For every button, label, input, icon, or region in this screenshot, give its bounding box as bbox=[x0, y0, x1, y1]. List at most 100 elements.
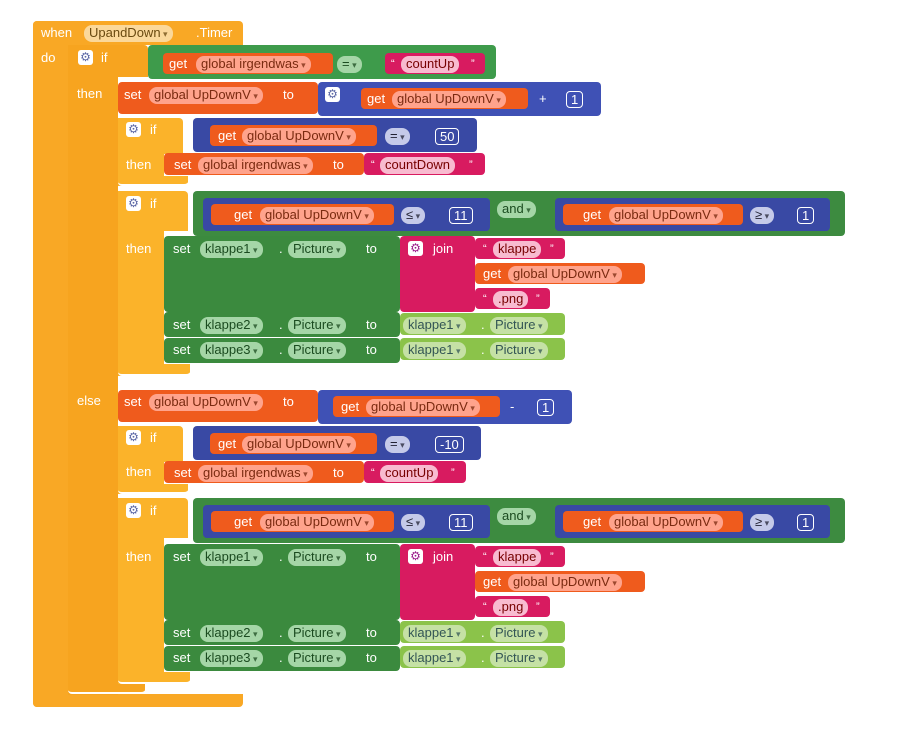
number-field[interactable]: 50 bbox=[435, 128, 460, 145]
plus-label: + bbox=[539, 91, 547, 106]
property-dropdown[interactable]: Picture bbox=[288, 549, 346, 566]
string-value[interactable]: klappe bbox=[493, 241, 542, 258]
property-dropdown[interactable]: Picture bbox=[490, 650, 548, 667]
variable-dropdown[interactable]: global UpDownV bbox=[508, 266, 622, 283]
get-label: get bbox=[483, 574, 502, 589]
do-label: do bbox=[41, 50, 56, 65]
property-dropdown[interactable]: Picture bbox=[288, 317, 346, 334]
gear-icon[interactable]: ⚙ bbox=[325, 87, 340, 102]
component-dropdown[interactable]: klappe1 bbox=[403, 317, 466, 334]
number-field[interactable]: 1 bbox=[537, 399, 555, 416]
variable-dropdown[interactable]: global UpDownV bbox=[609, 207, 723, 224]
number-field[interactable]: 1 bbox=[797, 514, 815, 531]
string-value[interactable]: countUp bbox=[380, 465, 439, 482]
to-label: to bbox=[283, 87, 294, 102]
property-dropdown[interactable]: Picture bbox=[288, 342, 346, 359]
compare-op-dropdown[interactable]: = bbox=[337, 56, 362, 73]
gear-icon[interactable]: ⚙ bbox=[408, 241, 423, 256]
string-value[interactable]: countUp bbox=[401, 56, 460, 73]
quote-close: ” bbox=[451, 467, 455, 479]
component-dropdown[interactable]: klappe3 bbox=[200, 650, 263, 667]
string-value[interactable]: klappe bbox=[493, 549, 542, 566]
property-dropdown[interactable]: Picture bbox=[490, 342, 548, 359]
variable-dropdown[interactable]: global UpDownV bbox=[242, 128, 356, 145]
compare-op-dropdown[interactable]: ≤ bbox=[401, 207, 426, 224]
to-label: to bbox=[283, 394, 294, 409]
compare-op-dropdown[interactable]: ≤ bbox=[401, 514, 426, 531]
number-field[interactable]: 1 bbox=[566, 91, 584, 108]
set-label: set bbox=[173, 650, 191, 665]
then-label: then bbox=[126, 241, 152, 256]
if-block-bottom bbox=[118, 672, 190, 684]
string-value[interactable]: .png bbox=[493, 599, 529, 616]
if-block-spine bbox=[118, 191, 164, 376]
get-label: get bbox=[234, 207, 253, 222]
property-dropdown[interactable]: Picture bbox=[288, 625, 346, 642]
logic-op-dropdown[interactable]: and bbox=[497, 508, 536, 525]
event-block-spine bbox=[33, 21, 68, 707]
dot-label: . bbox=[279, 549, 283, 564]
get-label: get bbox=[234, 514, 253, 529]
component-dropdown[interactable]: klappe1 bbox=[200, 241, 263, 258]
variable-dropdown[interactable]: global UpDownV bbox=[260, 514, 374, 531]
logic-op-dropdown[interactable]: and bbox=[497, 201, 536, 218]
property-dropdown[interactable]: Picture bbox=[288, 650, 346, 667]
number-field[interactable]: 11 bbox=[449, 207, 473, 224]
else-label: else bbox=[77, 393, 101, 408]
component-dropdown[interactable]: klappe1 bbox=[200, 549, 263, 566]
property-dropdown[interactable]: Picture bbox=[288, 241, 346, 258]
number-field[interactable]: 1 bbox=[797, 207, 815, 224]
variable-dropdown[interactable]: global irgendwas bbox=[196, 56, 311, 73]
component-dropdown[interactable]: klappe1 bbox=[403, 625, 466, 642]
component-dropdown[interactable]: klappe1 bbox=[403, 650, 466, 667]
component-dropdown[interactable]: klappe2 bbox=[200, 317, 263, 334]
variable-dropdown[interactable]: global UpDownV bbox=[609, 514, 723, 531]
variable-dropdown[interactable]: global UpDownV bbox=[242, 436, 356, 453]
property-dropdown[interactable]: Picture bbox=[490, 317, 548, 334]
then-label: then bbox=[126, 464, 152, 479]
component-dropdown[interactable]: klappe1 bbox=[403, 342, 466, 359]
gear-icon[interactable]: ⚙ bbox=[126, 196, 141, 211]
to-label: to bbox=[366, 650, 377, 665]
variable-dropdown[interactable]: global UpDownV bbox=[260, 207, 374, 224]
variable-dropdown[interactable]: global irgendwas bbox=[198, 465, 313, 482]
when-label: when bbox=[41, 25, 73, 40]
gear-icon[interactable]: ⚙ bbox=[126, 122, 141, 137]
component-dropdown-upanddown[interactable]: UpandDown bbox=[84, 25, 173, 42]
compare-op-dropdown[interactable]: ≥ bbox=[750, 207, 775, 224]
get-label: get bbox=[583, 207, 602, 222]
gear-icon[interactable]: ⚙ bbox=[126, 503, 141, 518]
quote-close: ” bbox=[550, 551, 554, 563]
variable-dropdown[interactable]: global UpDownV bbox=[508, 574, 622, 591]
to-label: to bbox=[366, 625, 377, 640]
variable-dropdown[interactable]: global UpDownV bbox=[149, 87, 263, 104]
gear-icon[interactable]: ⚙ bbox=[408, 549, 423, 564]
variable-dropdown[interactable]: global UpDownV bbox=[366, 399, 480, 416]
variable-dropdown[interactable]: global UpDownV bbox=[149, 394, 263, 411]
set-label: set bbox=[173, 241, 191, 256]
number-field[interactable]: -10 bbox=[435, 436, 464, 453]
gear-icon[interactable]: ⚙ bbox=[126, 430, 141, 445]
compare-op-dropdown[interactable]: = bbox=[385, 436, 410, 453]
then-label: then bbox=[126, 157, 152, 172]
dot-label: . bbox=[481, 650, 485, 665]
join-label: join bbox=[433, 241, 454, 256]
string-value[interactable]: countDown bbox=[380, 157, 456, 174]
compare-op-dropdown[interactable]: = bbox=[385, 128, 410, 145]
if-label: if bbox=[150, 196, 157, 211]
string-value[interactable]: .png bbox=[493, 291, 529, 308]
component-dropdown[interactable]: klappe3 bbox=[200, 342, 263, 359]
property-dropdown[interactable]: Picture bbox=[490, 625, 548, 642]
variable-dropdown[interactable]: global irgendwas bbox=[198, 157, 313, 174]
quote-close: ” bbox=[536, 293, 540, 305]
number-field[interactable]: 11 bbox=[449, 514, 473, 531]
get-label: get bbox=[218, 436, 237, 451]
variable-dropdown[interactable]: global UpDownV bbox=[392, 91, 506, 108]
compare-op-dropdown[interactable]: ≥ bbox=[750, 514, 775, 531]
if-block-spine bbox=[118, 426, 164, 494]
set-label: set bbox=[174, 465, 192, 480]
gear-icon[interactable]: ⚙ bbox=[78, 50, 93, 65]
minus-label: - bbox=[510, 399, 515, 414]
quote-close: ” bbox=[550, 243, 554, 255]
component-dropdown[interactable]: klappe2 bbox=[200, 625, 263, 642]
